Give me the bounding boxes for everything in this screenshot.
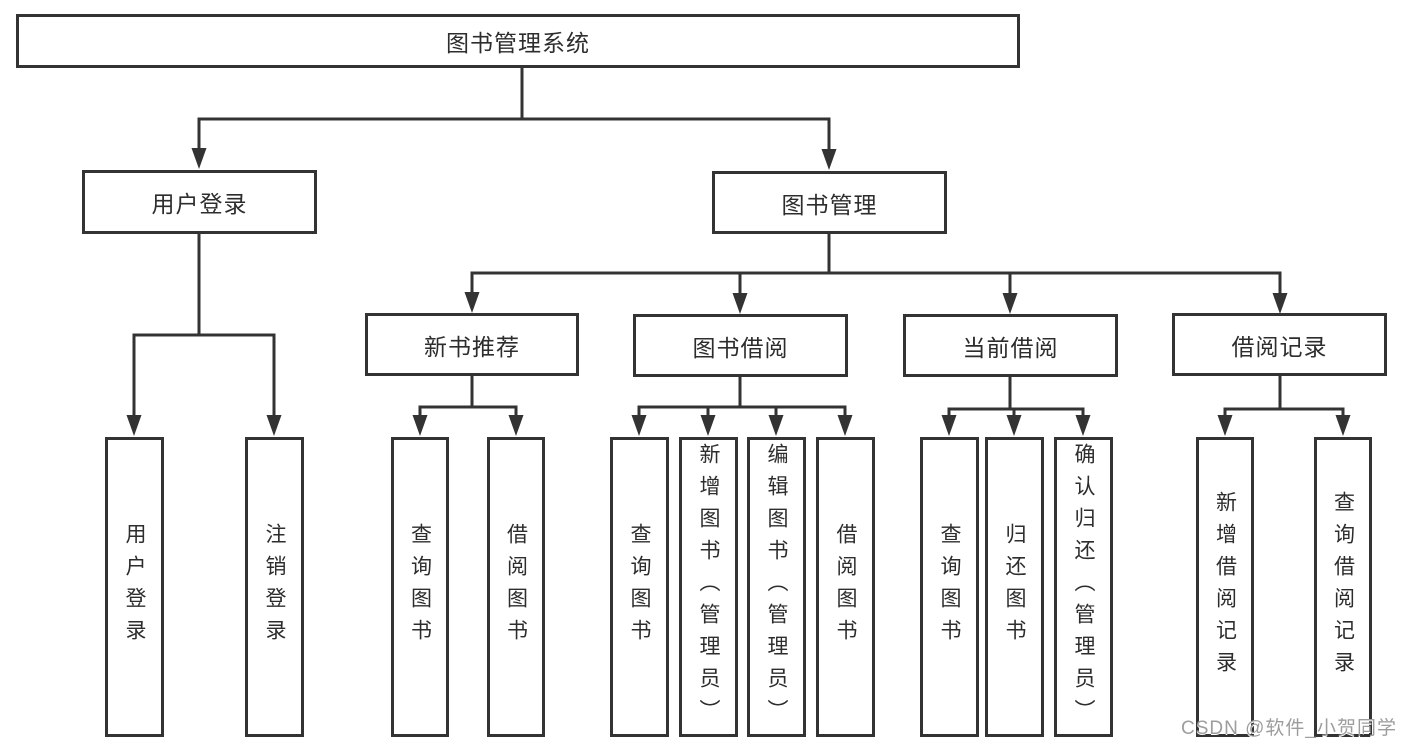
leaf-add-borrow-record: 新增借阅记录 — [1196, 437, 1254, 737]
leaf-label: 查询图书 — [408, 523, 432, 651]
leaf-label: 确认归还（管理员） — [1072, 443, 1095, 731]
node-current-borrow: 当前借阅 — [903, 314, 1118, 377]
node-book-management: 图书管理 — [712, 171, 947, 234]
node-label: 图书管理系统 — [446, 30, 590, 56]
node-label: 当前借阅 — [962, 334, 1059, 361]
node-new-book-recommend: 新书推荐 — [365, 313, 579, 376]
leaf-label: 注销登录 — [263, 523, 286, 651]
leaf-label: 新增借阅记录 — [1213, 491, 1237, 683]
node-label: 借阅记录 — [1231, 333, 1328, 360]
leaf-query-books-borrow: 查询图书 — [610, 437, 669, 737]
leaf-query-books-current: 查询图书 — [920, 437, 979, 737]
leaf-label: 查询借阅记录 — [1331, 491, 1355, 683]
csdn-watermark: CSDN @软件_小贺同学 — [1181, 718, 1397, 739]
node-label: 图书借阅 — [692, 334, 789, 361]
leaf-label: 归还图书 — [1003, 523, 1026, 651]
node-label: 图书管理 — [781, 191, 878, 218]
node-library-system: 图书管理系统 — [16, 14, 1020, 68]
leaf-borrow-books-recommend: 借阅图书 — [487, 437, 545, 737]
leaf-label: 借阅图书 — [504, 523, 528, 651]
node-user-login-group: 用户登录 — [82, 170, 317, 234]
arrowheads — [126, 148, 1351, 436]
leaf-edit-books-admin: 编辑图书（管理员） — [747, 437, 806, 737]
leaf-borrow-books: 借阅图书 — [816, 437, 875, 737]
leaf-confirm-return-admin: 确认归还（管理员） — [1054, 437, 1113, 737]
node-label: 新书推荐 — [424, 333, 520, 360]
leaf-label: 新增图书（管理员） — [697, 443, 720, 731]
leaf-user-login: 用户登录 — [105, 437, 164, 737]
node-borrow-records: 借阅记录 — [1172, 313, 1387, 376]
leaf-add-books-admin: 新增图书（管理员） — [679, 437, 738, 737]
leaf-return-books: 归还图书 — [985, 437, 1044, 737]
leaf-label: 查询图书 — [628, 523, 651, 651]
leaf-query-borrow-record: 查询借阅记录 — [1314, 437, 1372, 737]
leaf-label: 借阅图书 — [834, 523, 857, 651]
leaf-label: 查询图书 — [938, 523, 961, 651]
leaf-logout: 注销登录 — [245, 437, 304, 737]
node-label: 用户登录 — [151, 191, 248, 217]
leaf-label: 用户登录 — [123, 523, 146, 651]
leaf-query-books-recommend: 查询图书 — [391, 437, 449, 737]
node-book-borrow: 图书借阅 — [633, 314, 848, 377]
leaf-label: 编辑图书（管理员） — [765, 443, 788, 731]
